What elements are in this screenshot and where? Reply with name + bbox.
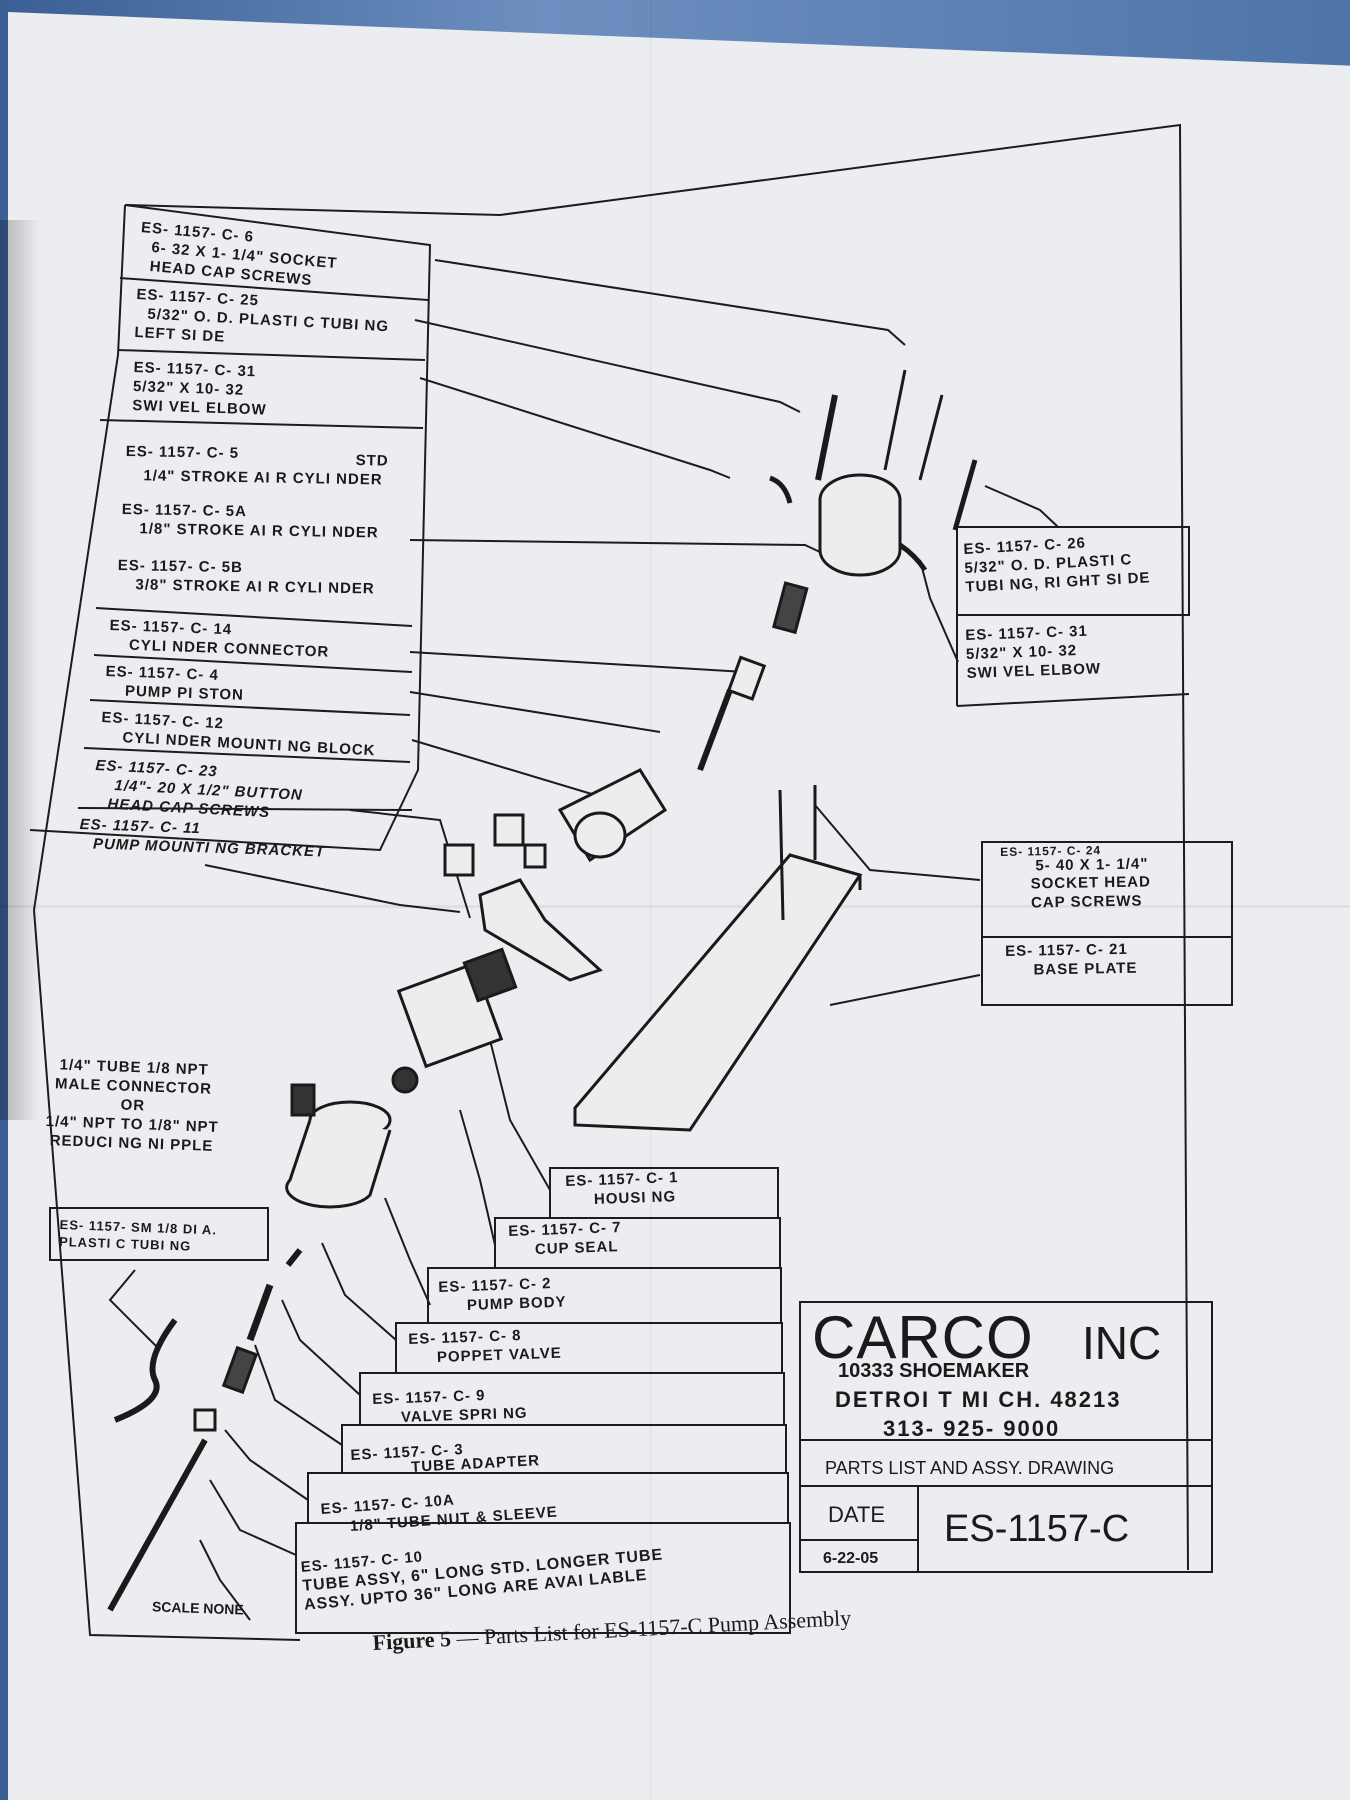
part-label: ES- 1157- C- 2 PUMP BODY — [438, 1275, 567, 1315]
part-label: ES- 1157- C- 5 STD 1/4" STROKE AI R CYLI… — [125, 442, 389, 489]
part-label: ES- 1157- C- 9 VALVE SPRI NG — [372, 1387, 528, 1427]
border-top — [124, 123, 1189, 1571]
fold-crease — [0, 905, 1350, 908]
part-label: ES- 1157- C- 8 POPPET VALVE — [408, 1327, 563, 1367]
figure-number: Figure 5 — [372, 1625, 452, 1655]
company-address: 10333 SHOEMAKER — [838, 1360, 1030, 1382]
scale-note: SCALE NONE — [151, 1598, 245, 1618]
part-label: ES- 1157- C- 5B 3/8" STROKE AI R CYLI ND… — [117, 556, 375, 598]
part-label: ES- 1157- C- 31 5/32" X 10- 32 SWI VEL E… — [132, 358, 267, 419]
part-label: ES- 1157- C- 14 CYLI NDER CONNECTOR — [109, 616, 330, 661]
company-phone: 313- 925- 9000 — [883, 1416, 1061, 1441]
part-label: ES- 1157- C- 7 CUP SEAL — [508, 1219, 622, 1259]
part-label: ES- 1157- C- 5A 1/8" STROKE AI R CYLI ND… — [121, 500, 379, 542]
part-label: ES- 1157- C- 26 5/32" O. D. PLASTI C TUB… — [963, 534, 1151, 596]
date-value: 6-22-05 — [823, 1550, 879, 1567]
date-label: DATE — [828, 1502, 886, 1527]
connector-note: 1/4" TUBE 1/8 NPT MALE CONNECTOR OR 1/4"… — [45, 1056, 220, 1155]
left-label-box — [29, 204, 432, 852]
shadow — [0, 220, 40, 1120]
company-city: DETROI T MI CH. 48213 — [835, 1387, 1122, 1412]
border-left — [32, 204, 301, 1641]
part-label: ES- 1157- C- 23 1/4"- 20 X 1/2" BUTTON H… — [95, 756, 304, 822]
company-suffix: INC — [1082, 1317, 1162, 1369]
part-label: ES- 1157- C- 31 5/32" X 10- 32 SWI VEL E… — [965, 622, 1102, 682]
company-name: CARCO — [812, 1304, 1034, 1371]
part-label: ES- 1157- C- 24 5- 40 X 1- 1/4" SOCKET H… — [1000, 843, 1152, 912]
drawing-title: PARTS LIST AND ASSY. DRAWING — [825, 1458, 1115, 1478]
drawing-number: ES-1157-C — [944, 1508, 1130, 1550]
paper-sheet — [8, 12, 1350, 1800]
part-label: ES- 1157- C- 4 PUMP PI STON — [105, 662, 245, 704]
part-label: ES- 1157- C- 21 BASE PLATE — [1005, 940, 1138, 979]
tubing-note: ES- 1157- SM 1/8 DI A. PLASTI C TUBI NG — [58, 1216, 218, 1254]
part-label: ES- 1157- C- 1 HOUSI NG — [565, 1169, 679, 1209]
